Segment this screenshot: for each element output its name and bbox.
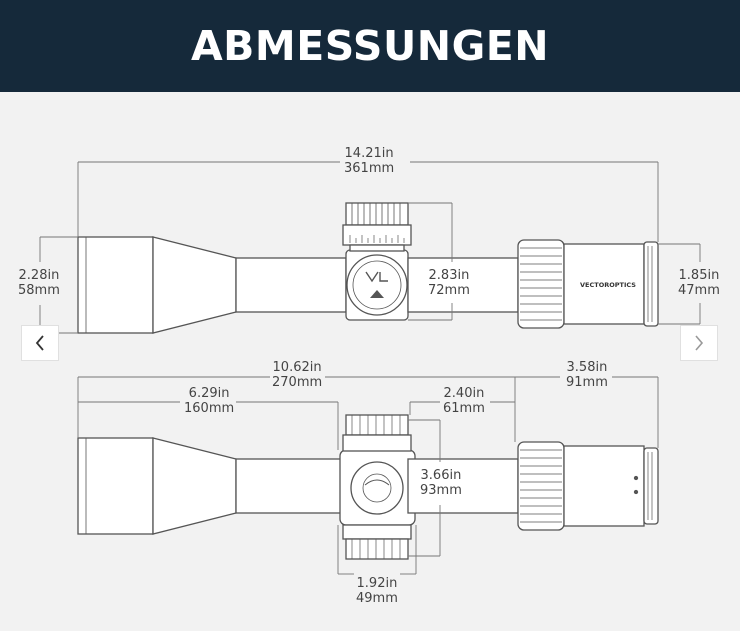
chevron-right-icon [695, 335, 704, 351]
bottom-lower-turret [342, 524, 412, 540]
bottom-eyepiece [563, 445, 645, 527]
page-title: ABMESSUNGEN [190, 22, 550, 70]
bottom-scope [77, 414, 659, 560]
bottom-objective-bell [77, 437, 154, 535]
top-scope [77, 202, 659, 334]
bottom-objective-taper [152, 437, 237, 535]
top-rear-tube [407, 257, 519, 313]
chevron-left-icon [35, 335, 44, 351]
carousel-prev-button[interactable] [21, 325, 59, 361]
top-front-tube [235, 257, 347, 313]
bottom-rear-tube [407, 458, 519, 514]
top-power-ring [517, 239, 565, 329]
header-banner: ABMESSUNGEN [0, 0, 740, 92]
top-objective-bell [77, 236, 154, 334]
top-side-dial [346, 254, 408, 316]
bottom-power-ring [517, 441, 565, 531]
bottom-front-tube [235, 458, 347, 514]
scope-line-drawing: VECTOROPTICS [39, 161, 701, 575]
bottom-focus-dial [350, 461, 404, 515]
carousel-next-button[interactable] [680, 325, 718, 361]
top-elevation-turret [345, 202, 409, 226]
bottom-top-turret [345, 414, 409, 436]
dimension-lines [39, 161, 701, 575]
brand-label: VECTOROPTICS [580, 281, 636, 289]
top-objective-taper [152, 236, 237, 334]
